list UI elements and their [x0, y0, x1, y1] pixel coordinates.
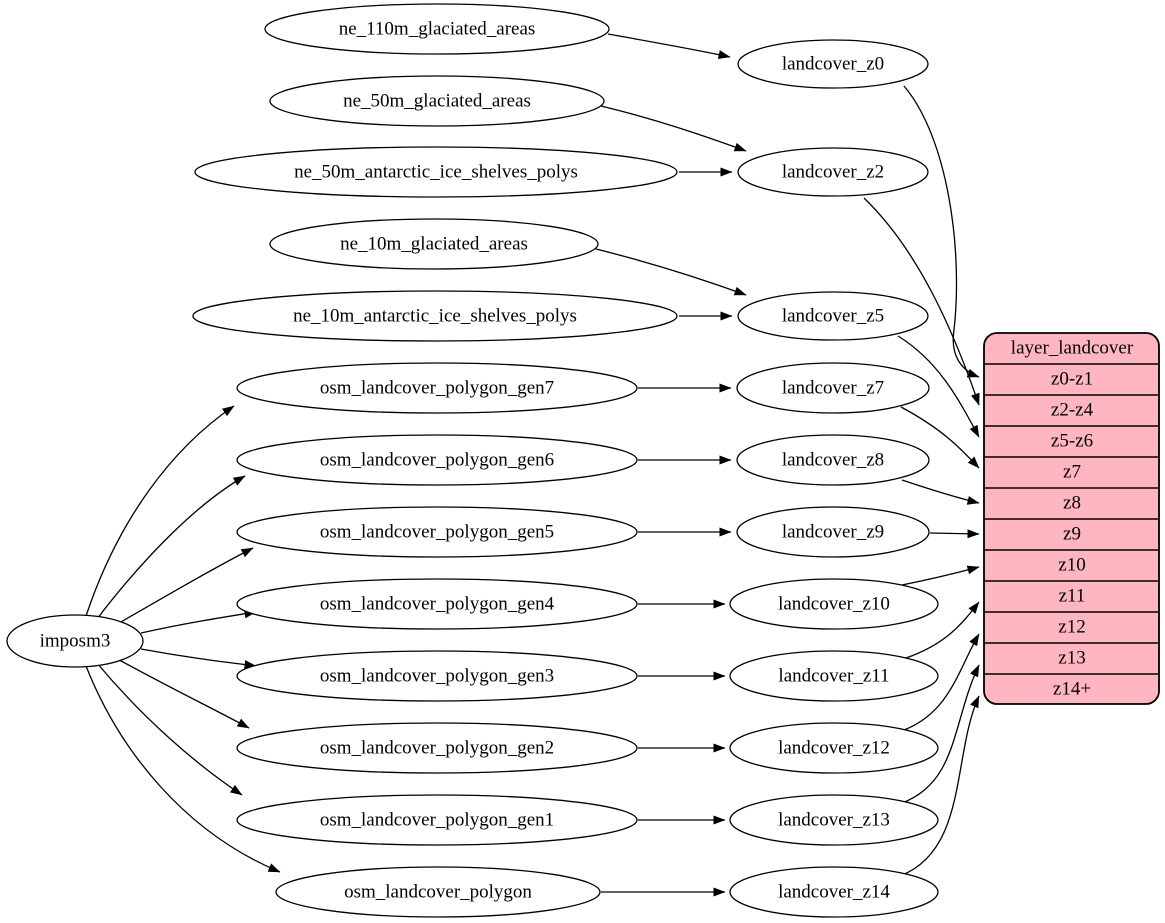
node-osm-landcover-polygon-gen5: osm_landcover_polygon_gen5 — [236, 506, 638, 558]
edge-z7-to-row-z7 — [900, 406, 980, 469]
row-z12: z12 — [1058, 617, 1085, 638]
osm-landcover-polygon-gen2-label: osm_landcover_polygon_gen2 — [320, 738, 554, 759]
landcover-z10-label: landcover_z10 — [778, 594, 890, 615]
imposm3-label: imposm3 — [40, 631, 111, 652]
node-imposm3: imposm3 — [6, 614, 144, 668]
edge-z13-to-row-z13 — [901, 664, 980, 804]
edge-ne110m-to-z0 — [607, 33, 731, 59]
edge-imposm3-to-gen3 — [140, 648, 257, 670]
node-osm-landcover-polygon-gen2: osm_landcover_polygon_gen2 — [236, 722, 638, 774]
row-z13: z13 — [1058, 648, 1085, 669]
node-osm-landcover-polygon: osm_landcover_polygon — [275, 866, 601, 918]
edge-z8-to-row-z8 — [901, 479, 980, 505]
row-z2-z4: z2-z4 — [1051, 400, 1094, 421]
node-landcover-z5: landcover_z5 — [737, 291, 929, 341]
row-z5-z6: z5-z6 — [1051, 431, 1093, 452]
landcover-z5-label: landcover_z5 — [782, 306, 884, 327]
osm-landcover-polygon-gen5-label: osm_landcover_polygon_gen5 — [320, 522, 554, 543]
edge-imposm3-to-polygon — [85, 665, 281, 873]
edge-z12-to-row-z12 — [903, 633, 980, 731]
osm-landcover-polygon-gen6-label: osm_landcover_polygon_gen6 — [320, 450, 554, 471]
edge-ne50m-glaciated-to-z2 — [600, 105, 747, 152]
landcover-z8-label: landcover_z8 — [782, 450, 884, 471]
edge-imposm3-to-gen2 — [113, 656, 250, 729]
landcover-z11-label: landcover_z11 — [778, 666, 889, 687]
landcover-z12-label: landcover_z12 — [778, 738, 890, 759]
ne-50m-antarctic-ice-shelves-polys-label: ne_50m_antarctic_ice_shelves_polys — [294, 162, 578, 183]
layer-landcover-table: layer_landcover z0-z1 z2-z4 z5-z6 z7 z8 … — [983, 332, 1160, 705]
edge-z11-to-row-z11 — [905, 601, 980, 659]
node-ne-50m-glaciated-areas: ne_50m_glaciated_areas — [269, 75, 605, 127]
landcover-z9-label: landcover_z9 — [782, 522, 884, 543]
osm-landcover-polygon-label: osm_landcover_polygon — [344, 882, 532, 903]
node-osm-landcover-polygon-gen6: osm_landcover_polygon_gen6 — [236, 434, 638, 486]
node-landcover-z7: landcover_z7 — [736, 362, 930, 414]
row-z9: z9 — [1063, 524, 1081, 545]
ne-10m-glaciated-areas-label: ne_10m_glaciated_areas — [340, 234, 528, 255]
node-landcover-z2: landcover_z2 — [737, 147, 929, 197]
edge-z14-to-row-z14plus — [899, 695, 980, 877]
landcover-z13-label: landcover_z13 — [778, 810, 890, 831]
node-osm-landcover-polygon-gen7: osm_landcover_polygon_gen7 — [236, 362, 638, 414]
imposm3-ellipse — [6, 614, 144, 668]
ne-50m-glaciated-areas-label: ne_50m_glaciated_areas — [343, 91, 531, 112]
osm-landcover-polygon-gen1-label: osm_landcover_polygon_gen1 — [320, 810, 554, 831]
row-z10: z10 — [1058, 555, 1085, 576]
edge-z2-to-row-z2-z4 — [863, 197, 980, 406]
osm-landcover-polygon-gen3-label: osm_landcover_polygon_gen3 — [320, 666, 554, 687]
node-ne-110m-glaciated-areas: ne_110m_glaciated_areas — [264, 3, 610, 55]
edge-imposm3-to-gen4 — [140, 609, 257, 634]
node-osm-landcover-polygon-gen1: osm_landcover_polygon_gen1 — [236, 794, 638, 846]
row-z8: z8 — [1063, 493, 1081, 514]
node-ne-10m-glaciated-areas: ne_10m_glaciated_areas — [269, 218, 599, 270]
layer-landcover-title: layer_landcover — [1011, 338, 1134, 359]
node-landcover-z9: landcover_z9 — [736, 506, 930, 558]
edge-z5-to-row-z5-z6 — [897, 335, 980, 438]
node-landcover-z13: landcover_z13 — [729, 794, 939, 846]
edge-ne10m-glaciated-to-z5 — [595, 248, 747, 296]
landcover-z2-label: landcover_z2 — [782, 162, 884, 183]
edge-imposm3-to-gen7 — [85, 405, 235, 617]
ne-10m-antarctic-ice-shelves-polys-label: ne_10m_antarctic_ice_shelves_polys — [293, 306, 577, 327]
edge-imposm3-to-gen1 — [96, 662, 243, 796]
landcover-z14-label: landcover_z14 — [778, 882, 890, 903]
node-osm-landcover-polygon-gen3: osm_landcover_polygon_gen3 — [236, 650, 638, 702]
edge-imposm3-to-gen6 — [96, 475, 246, 620]
edge-z0-to-row-z0-z1 — [903, 85, 980, 378]
node-ne-50m-antarctic-ice-shelves-polys: ne_50m_antarctic_ice_shelves_polys — [194, 146, 678, 198]
node-ne-10m-antarctic-ice-shelves-polys: ne_10m_antarctic_ice_shelves_polys — [192, 290, 678, 342]
edge-z10-to-row-z10 — [901, 565, 980, 586]
landcover-z0-label: landcover_z0 — [782, 54, 884, 75]
row-z14plus: z14+ — [1053, 679, 1091, 700]
edge-z9-to-row-z9 — [929, 529, 980, 539]
node-landcover-z12: landcover_z12 — [729, 722, 939, 774]
osm-landcover-polygon-gen7-label: osm_landcover_polygon_gen7 — [320, 378, 554, 399]
ne-110m-glaciated-areas-label: ne_110m_glaciated_areas — [339, 19, 536, 40]
row-z0-z1: z0-z1 — [1051, 369, 1093, 390]
osm-landcover-polygon-gen4-label: osm_landcover_polygon_gen4 — [320, 594, 555, 615]
node-landcover-z8: landcover_z8 — [736, 434, 930, 486]
edge-group — [85, 33, 980, 897]
node-landcover-z0: landcover_z0 — [737, 39, 929, 89]
node-landcover-z11: landcover_z11 — [729, 650, 939, 702]
node-osm-landcover-polygon-gen4: osm_landcover_polygon_gen4 — [236, 578, 638, 630]
node-landcover-z10: landcover_z10 — [729, 578, 939, 630]
row-z7: z7 — [1063, 462, 1081, 483]
edge-imposm3-to-gen5 — [113, 547, 254, 627]
landcover-z7-label: landcover_z7 — [782, 378, 884, 399]
row-z11: z11 — [1059, 586, 1086, 607]
node-landcover-z14: landcover_z14 — [729, 866, 939, 918]
